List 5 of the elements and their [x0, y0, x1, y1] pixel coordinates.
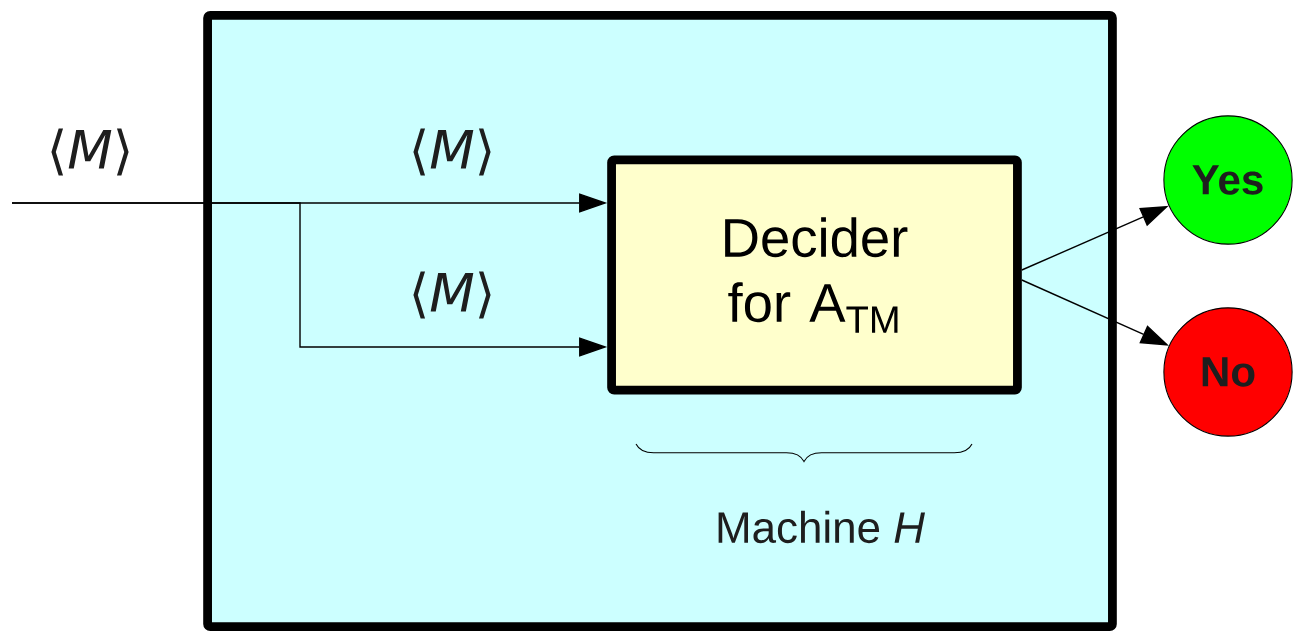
process-box: Decider for A$_{TM}$: [607, 155, 1022, 395]
brace-label: Machine H: [718, 510, 925, 544]
input-label: ⟨M⟩: [51, 128, 129, 176]
edge-label: ⟨M⟩: [413, 128, 491, 176]
edge-label: ⟨M⟩: [413, 271, 491, 319]
